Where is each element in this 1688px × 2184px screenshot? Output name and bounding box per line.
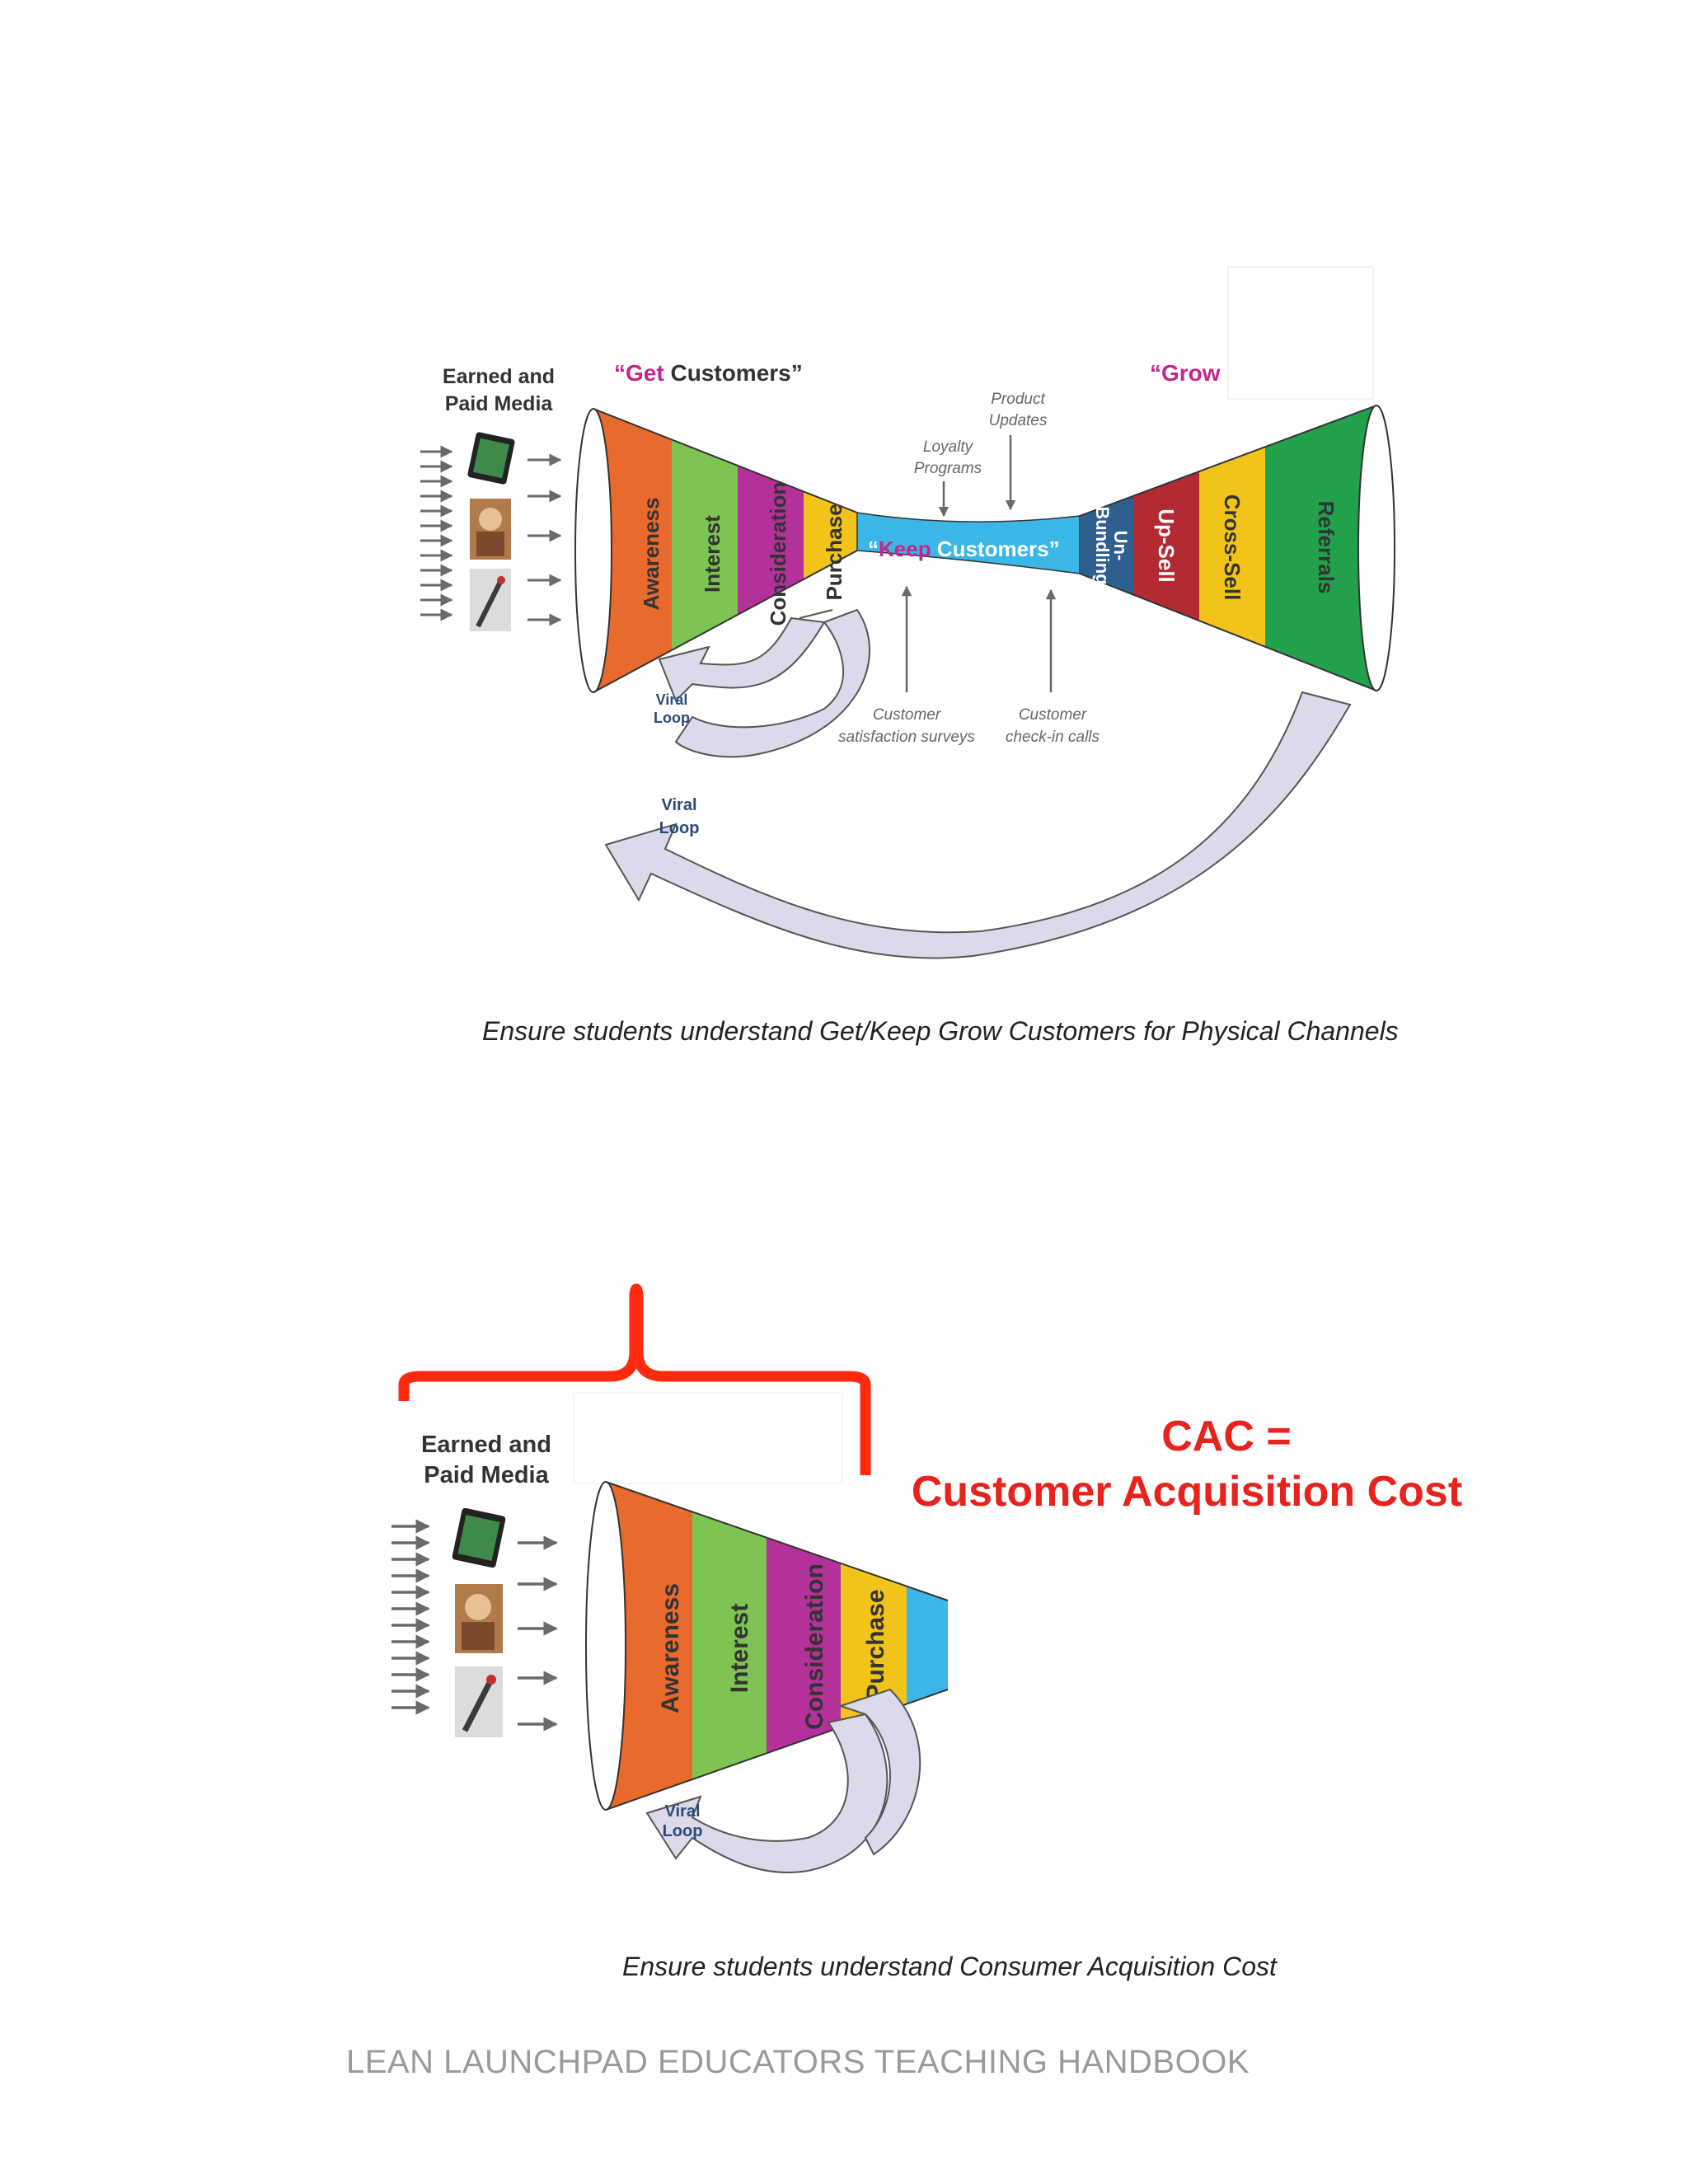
page-footer: LEAN LAUNCHPAD EDUCATORS TEACHING HANDBO… (346, 2044, 1250, 2080)
bottle-media-icon-2 (455, 1666, 503, 1737)
viral-2-2: Loop (663, 1822, 703, 1840)
label-interest: Interest (700, 515, 724, 593)
loyalty-2: Programs (914, 460, 982, 477)
bottle-media-icon (470, 569, 511, 631)
label-referrals: Referrals (1314, 501, 1339, 594)
viral-loop-tail-2 (837, 1688, 921, 1856)
label-crosssell: Cross-Sell (1220, 494, 1245, 601)
keep-annotations: Product Updates Loyalty Programs Custome… (838, 391, 1100, 746)
photo-media-icon-2 (455, 1584, 503, 1653)
cac-definition: Customer Acquisition Cost (912, 1468, 1462, 1516)
checkin-1: Customer (1019, 706, 1087, 724)
label-consideration: Consideration (766, 482, 790, 626)
incoming-arrows (420, 445, 562, 626)
media-label-line1-2: Earned and (421, 1432, 551, 1458)
media-label-line2-2: Paid Media (424, 1462, 549, 1488)
customers-word: Customers” (664, 360, 803, 386)
caption-cac: Ensure students understand Consumer Acqu… (622, 1952, 1277, 1981)
viral-large-1: Viral (662, 796, 697, 814)
annotation-arrows (901, 435, 1057, 692)
keep-suffix: Customers” (931, 537, 1060, 561)
label-interest-2: Interest (726, 1604, 753, 1693)
tablet-media-icon-2 (452, 1507, 506, 1568)
acquisition-brace (398, 1283, 871, 1475)
keep-customers-label: “Keep Customers” (868, 537, 1060, 561)
viral-loop-large-arrow (604, 691, 1352, 959)
viral-1-2: Viral (665, 1802, 701, 1821)
photo-media-icon (470, 499, 511, 560)
label-consideration-2: Consideration (801, 1563, 828, 1730)
blank-patch (1227, 266, 1374, 400)
cac-diagram: Earned and Paid Media CAC = Customer Acq… (392, 1283, 1462, 1873)
label-upsell: Up-Sell (1154, 509, 1179, 583)
media-label-line1: Earned and (443, 365, 555, 388)
left-cone-mouth (574, 408, 612, 693)
label-un: Un- (1110, 531, 1131, 561)
blank-patch-2 (573, 1392, 843, 1484)
viral-loop-small-arrow (658, 609, 833, 702)
survey-2: satisfaction surveys (838, 729, 975, 746)
cac-equals: CAC = (1161, 1413, 1291, 1460)
cone-mouth-2 (585, 1481, 626, 1811)
survey-1: Customer (873, 706, 941, 724)
get-keep-grow-diagram: Earned and Paid Media “Get Customers” “G… (420, 266, 1395, 959)
stage-interest-2 (692, 1482, 767, 1810)
viral-small-1: Viral (656, 691, 688, 708)
loyalty-1: Loyalty (923, 438, 974, 456)
keep-word: Keep (879, 537, 931, 561)
label-awareness-2: Awareness (657, 1583, 684, 1713)
product-updates-1: Product (991, 391, 1045, 408)
checkin-2: check-in calls (1006, 729, 1100, 746)
viral-loop-small-sweep (674, 608, 870, 758)
incoming-arrows-2 (392, 1519, 558, 1732)
keep-open-quote: “ (868, 537, 879, 561)
tablet-media-icon (467, 432, 515, 485)
grow-customers-heading: “Grow (1150, 360, 1221, 386)
label-purchase-2: Purchase (862, 1589, 889, 1700)
media-label-line2: Paid Media (445, 392, 554, 415)
label-purchase: Purchase (822, 504, 846, 600)
get-customers-heading: “Get Customers” (614, 360, 803, 386)
product-updates-2: Updates (989, 412, 1048, 429)
right-cone-mouth (1357, 405, 1395, 691)
viral-small-2: Loop (654, 710, 690, 726)
label-awareness: Awareness (639, 498, 663, 611)
get-word: “Get (614, 360, 664, 386)
caption-get-keep-grow: Ensure students understand Get/Keep Grow… (482, 1016, 1399, 1046)
viral-large-2: Loop (659, 819, 700, 837)
label-bundling: Bundling (1092, 506, 1113, 584)
